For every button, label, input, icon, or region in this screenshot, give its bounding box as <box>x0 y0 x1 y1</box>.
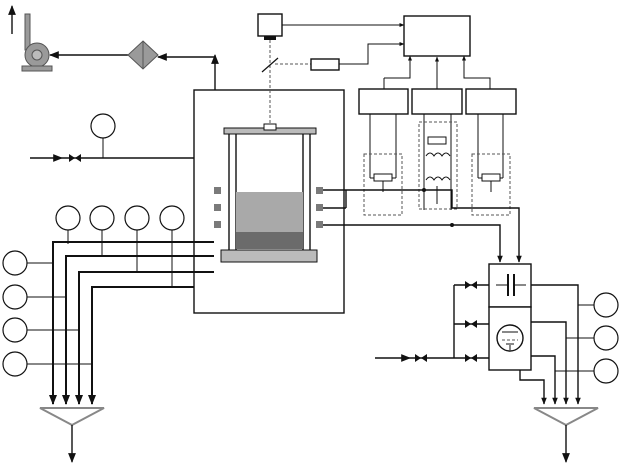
control-unit <box>403 15 471 57</box>
gauge-top-3 <box>124 205 150 231</box>
transformer-coil-top <box>425 152 451 157</box>
gauge-right-2 <box>593 325 619 351</box>
gauge-side-3 <box>2 317 28 343</box>
gauge-right-3 <box>593 358 619 384</box>
resistor-1 <box>373 173 393 182</box>
port-right-3 <box>316 221 323 228</box>
gauge-top-1 <box>55 205 81 231</box>
gauge-side-2 <box>2 284 28 310</box>
inlet-valve <box>69 154 81 162</box>
camera <box>257 13 283 37</box>
reactor-chamber <box>193 89 345 314</box>
drain-lines-left <box>49 241 214 405</box>
port-left-1 <box>214 187 221 194</box>
power-supply-2 <box>411 88 463 115</box>
rf-unit <box>375 263 619 463</box>
gauge-right-1 <box>593 292 619 318</box>
detector <box>310 58 340 71</box>
power-supplies <box>358 88 517 216</box>
melt-layer-light <box>236 192 303 232</box>
gauge-side-4 <box>2 351 28 377</box>
exhaust-fan <box>21 13 53 72</box>
exhaust-line <box>8 5 219 90</box>
port-left-2 <box>214 204 221 211</box>
rf-valve-2 <box>465 320 477 328</box>
inlet-pressure-gauge <box>90 113 116 139</box>
funnel-right <box>533 407 599 427</box>
power-supply-1 <box>358 88 409 115</box>
resistor-2 <box>427 136 447 145</box>
signal-wiring <box>323 188 522 263</box>
rf-valve-3 <box>465 354 477 362</box>
transformer-coil-bottom <box>425 176 451 181</box>
filter <box>127 40 159 70</box>
resistor-3 <box>481 173 501 182</box>
port-left-3 <box>214 221 221 228</box>
funnel-left <box>39 407 105 427</box>
beam-splitter <box>261 57 279 73</box>
melt-layer-dark <box>236 232 303 249</box>
left-gauge-bank <box>2 205 214 463</box>
camera-assembly <box>257 13 405 124</box>
power-supply-3 <box>465 88 517 115</box>
port-right-2 <box>316 204 323 211</box>
gauge-top-4 <box>159 205 185 231</box>
gauge-side-1 <box>2 250 28 276</box>
gauge-top-2 <box>89 205 115 231</box>
feed-valve <box>415 354 427 362</box>
chamber-base <box>220 249 318 263</box>
port-right-1 <box>316 187 323 194</box>
gas-inlet <box>30 113 194 162</box>
rf-valve-1 <box>465 281 477 289</box>
